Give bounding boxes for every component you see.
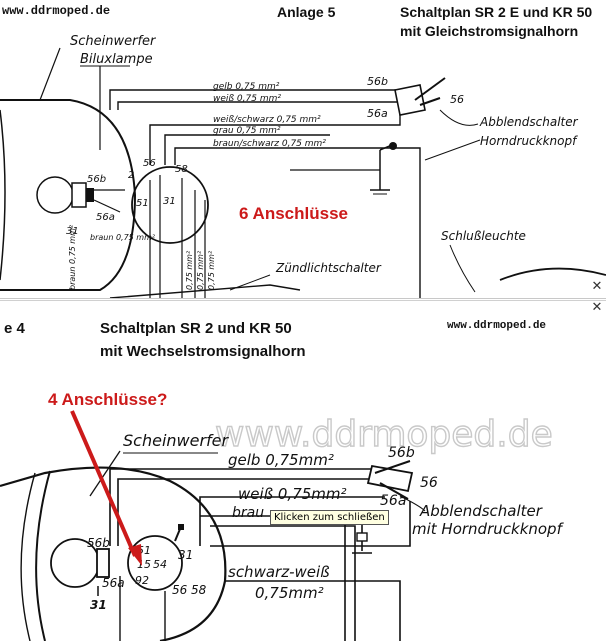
svg-text:56b: 56b bbox=[367, 75, 388, 88]
top-anlage-label: Anlage 5 bbox=[277, 4, 336, 20]
svg-text:56b: 56b bbox=[87, 536, 110, 550]
bottom-ignition-switch bbox=[127, 535, 183, 591]
svg-text:56a: 56a bbox=[96, 212, 115, 223]
top-tail-label: Schlußleuchte bbox=[441, 229, 526, 243]
svg-text:Abblendschalter: Abblendschalter bbox=[419, 502, 543, 520]
svg-text:braun 0,75 mm²: braun 0,75 mm² bbox=[68, 224, 77, 290]
svg-text:braun 0,75 mm²: braun 0,75 mm² bbox=[90, 233, 156, 242]
svg-text:braun/schwarz 0,75 mm²: braun/schwarz 0,75 mm² bbox=[213, 139, 326, 149]
bottom-title-line2: mit Wechselstromsignalhorn bbox=[100, 343, 306, 360]
svg-text:0,75 mm²: 0,75 mm² bbox=[207, 250, 216, 290]
top-annotation: 6 Anschlüsse bbox=[239, 204, 348, 223]
top-title-line2: mit Gleichstromsignalhorn bbox=[400, 23, 578, 39]
svg-text:54: 54 bbox=[153, 558, 167, 571]
top-ignition-label: Zündlichtschalter bbox=[275, 261, 382, 275]
close-top-button[interactable]: ✕ bbox=[591, 279, 603, 294]
top-bulb-label: Biluxlampe bbox=[80, 52, 153, 67]
svg-text:0,75 mm²: 0,75 mm² bbox=[196, 250, 205, 290]
close-bottom-button[interactable]: ✕ bbox=[591, 300, 603, 315]
svg-text:schwarz-weiß: schwarz-weiß bbox=[228, 563, 330, 581]
bottom-diagram-panel: e 4 Schaltplan SR 2 und KR 50 mit Wechse… bbox=[0, 300, 606, 641]
svg-text:56b: 56b bbox=[87, 174, 106, 185]
bottom-dimmer-switch bbox=[366, 464, 414, 493]
svg-text:56a: 56a bbox=[102, 576, 125, 590]
svg-text:weiß 0,75mm²: weiß 0,75mm² bbox=[238, 485, 347, 503]
svg-text:Horndruckknopf: Horndruckknopf bbox=[480, 134, 578, 148]
svg-text:58: 58 bbox=[191, 583, 207, 597]
top-wire-gelb bbox=[109, 89, 400, 110]
top-headlamp-rim bbox=[0, 109, 6, 281]
svg-text:mit Horndruckknopf: mit Horndruckknopf bbox=[412, 520, 565, 538]
top-bulb-icon bbox=[36, 176, 74, 214]
watermark: www.ddrmoped.de bbox=[215, 414, 553, 455]
bottom-headlamp-label: Scheinwerfer bbox=[123, 431, 230, 450]
top-headlamp-label: Scheinwerfer bbox=[70, 34, 157, 49]
top-wire-weiss bbox=[117, 101, 400, 110]
bottom-anlage-label: e 4 bbox=[4, 320, 26, 337]
tooltip: Klicken zum schließen bbox=[270, 510, 389, 525]
bottom-title-line1: Schaltplan SR 2 und KR 50 bbox=[100, 320, 292, 337]
annotation-arrow bbox=[70, 410, 137, 557]
bottom-wiring-diagram: e 4 Schaltplan SR 2 und KR 50 mit Wechse… bbox=[0, 320, 565, 641]
bottom-annotation: 4 Anschlüsse? bbox=[48, 390, 167, 409]
svg-text:grau 0,75 mm²: grau 0,75 mm² bbox=[213, 126, 281, 136]
top-wiring-diagram: www.ddrmoped.de Anlage 5 Schaltplan SR 2… bbox=[0, 4, 606, 298]
svg-text:56: 56 bbox=[450, 93, 464, 106]
svg-text:56: 56 bbox=[420, 475, 438, 491]
svg-text:31: 31 bbox=[66, 226, 79, 237]
svg-text:brau: brau bbox=[232, 505, 264, 521]
top-site-url: www.ddrmoped.de bbox=[2, 4, 110, 18]
svg-text:58: 58 bbox=[175, 164, 188, 175]
svg-text:56b: 56b bbox=[388, 445, 415, 461]
bottom-wire-gelb bbox=[109, 468, 380, 546]
svg-text:weiß/schwarz 0,75 mm²: weiß/schwarz 0,75 mm² bbox=[213, 115, 321, 125]
svg-text:2: 2 bbox=[128, 170, 134, 181]
svg-text:31: 31 bbox=[178, 548, 193, 562]
svg-text:Abblendschalter: Abblendschalter bbox=[479, 115, 579, 129]
svg-text:92: 92 bbox=[135, 574, 149, 587]
svg-text:31: 31 bbox=[163, 196, 176, 207]
svg-text:gelb 0,75 mm²: gelb 0,75 mm² bbox=[213, 82, 280, 92]
top-ignition-switch bbox=[131, 166, 209, 244]
top-headlamp-shell bbox=[0, 99, 137, 291]
svg-text:31: 31 bbox=[90, 598, 107, 612]
svg-text:0,75 mm²: 0,75 mm² bbox=[185, 250, 194, 290]
top-diagram-panel: www.ddrmoped.de Anlage 5 Schaltplan SR 2… bbox=[0, 0, 606, 299]
svg-text:56a: 56a bbox=[380, 493, 406, 509]
bottom-site-url: www.ddrmoped.de bbox=[447, 320, 546, 332]
svg-text:weiß 0,75 mm²: weiß 0,75 mm² bbox=[213, 94, 281, 104]
svg-text:56a: 56a bbox=[367, 107, 388, 120]
svg-text:51: 51 bbox=[136, 198, 149, 209]
svg-text:56: 56 bbox=[172, 583, 188, 597]
svg-text:0,75mm²: 0,75mm² bbox=[255, 584, 324, 602]
top-title-line1: Schaltplan SR 2 E und KR 50 bbox=[400, 4, 592, 20]
top-dimmer-switch bbox=[394, 84, 426, 116]
svg-text:gelb 0,75mm²: gelb 0,75mm² bbox=[228, 451, 334, 469]
bottom-headlamp-shell bbox=[0, 466, 227, 641]
